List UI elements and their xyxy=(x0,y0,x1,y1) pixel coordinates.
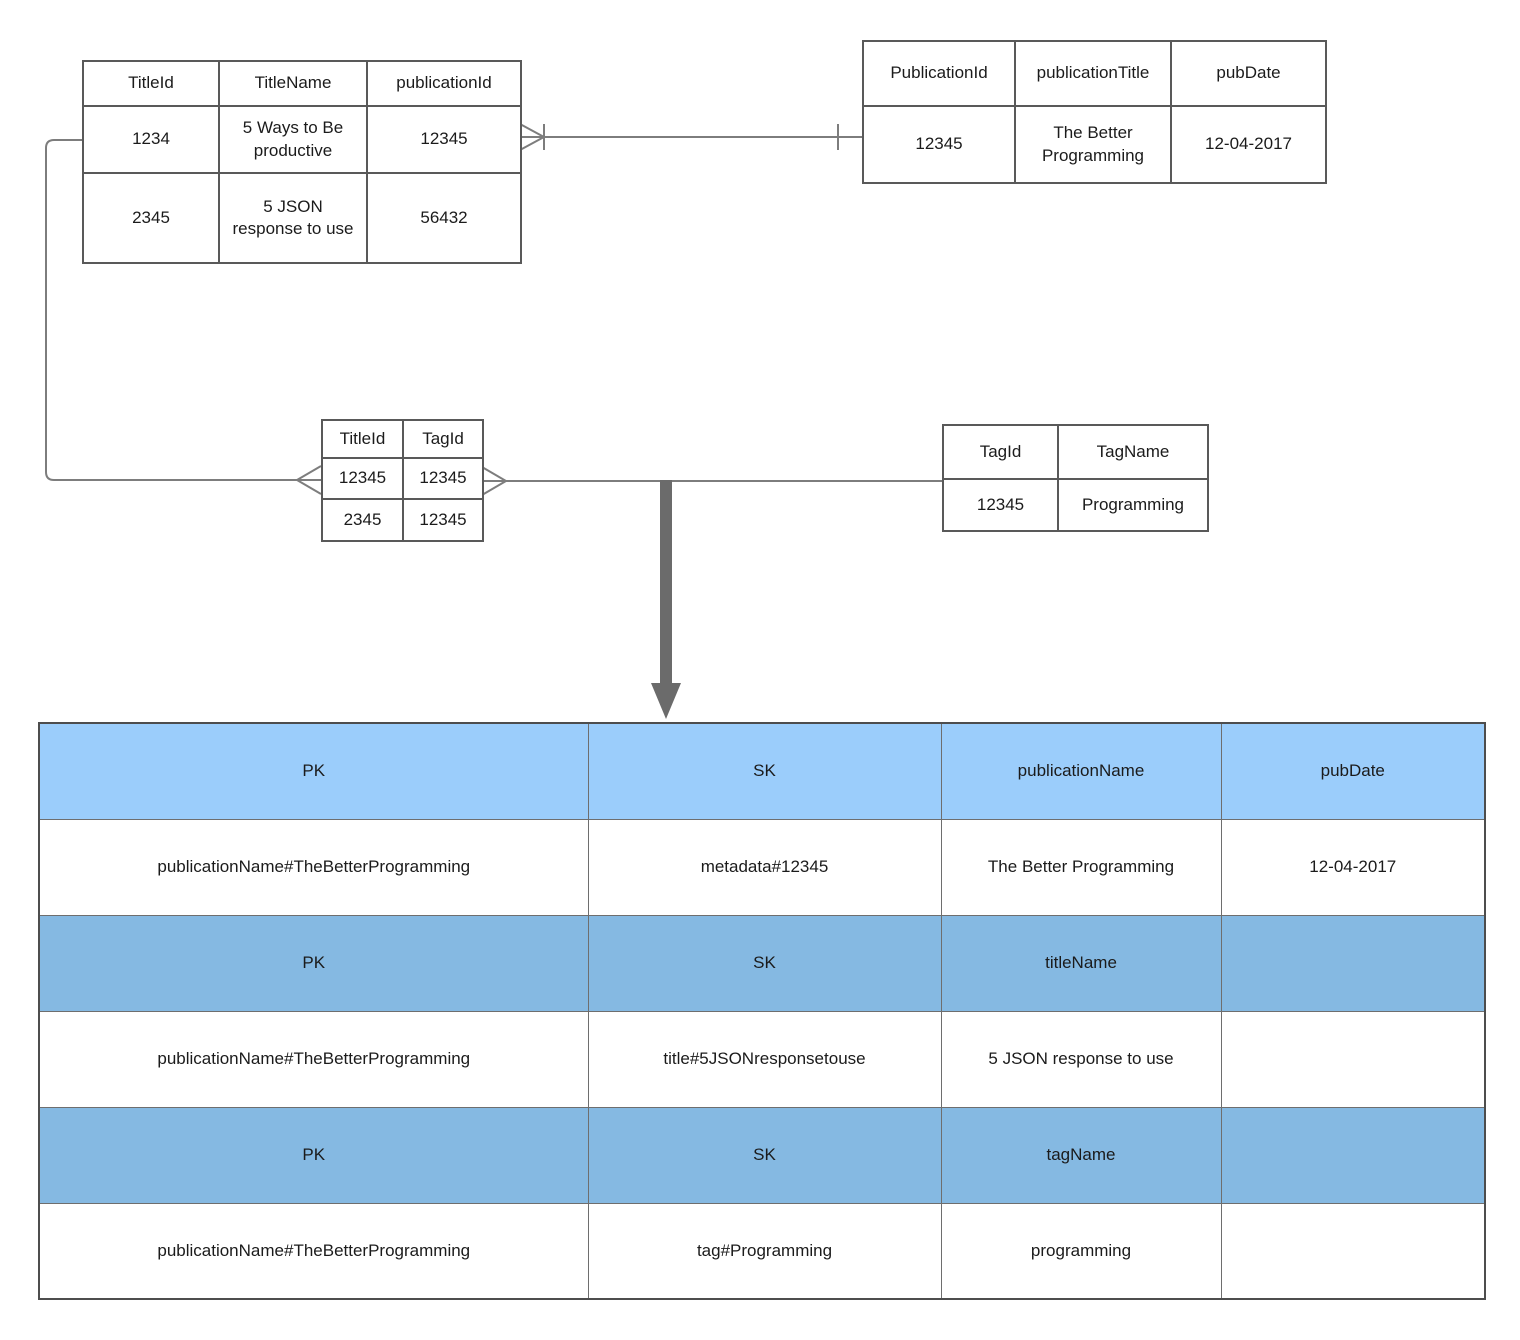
column-header: SK xyxy=(587,722,942,820)
cell: 2345 xyxy=(82,172,220,264)
column-header: pubDate xyxy=(1170,40,1327,107)
tags-table: TagId TagName 12345 Programming xyxy=(942,424,1209,532)
cell: 2345 xyxy=(321,498,404,542)
cell xyxy=(1220,1202,1486,1300)
titles-titletags-connector xyxy=(45,139,297,481)
column-header: titleName xyxy=(940,914,1222,1012)
publications-table: PublicationId publicationTitle pubDate 1… xyxy=(862,40,1327,184)
cell: 12-04-2017 xyxy=(1220,818,1486,916)
dynamo-header-row: PK SK publicationName pubDate xyxy=(38,722,1486,820)
cell: title#5JSONresponsetouse xyxy=(587,1010,942,1108)
column-header: tagName xyxy=(940,1106,1222,1204)
column-header: TagName xyxy=(1057,424,1209,480)
column-header xyxy=(1220,1106,1486,1204)
column-header: TagId xyxy=(402,419,484,459)
dynamodb-single-table: PK SK publicationName pubDate publicatio… xyxy=(38,722,1486,1300)
cell: Programming xyxy=(1057,478,1209,532)
cell: 5 JSON response to use xyxy=(218,172,368,264)
table-header-row: TitleId TitleName publicationId xyxy=(82,60,522,107)
column-header: PK xyxy=(38,722,589,820)
cell: 5 Ways to Be productive xyxy=(218,105,368,174)
dynamo-header-row: PK SK tagName xyxy=(38,1106,1486,1204)
table-header-row: PublicationId publicationTitle pubDate xyxy=(862,40,1327,107)
crows-foot-many-icon xyxy=(519,123,547,151)
cell: tag#Programming xyxy=(587,1202,942,1300)
column-header: SK xyxy=(587,1106,942,1204)
column-header: PublicationId xyxy=(862,40,1016,107)
cell xyxy=(1220,1010,1486,1108)
column-header: publicationId xyxy=(366,60,522,107)
column-header xyxy=(1220,914,1486,1012)
cell: 12345 xyxy=(366,105,522,174)
cell: 56432 xyxy=(366,172,522,264)
dynamo-item-row: publicationName#TheBetterProgramming met… xyxy=(38,818,1486,916)
titles-table: TitleId TitleName publicationId 1234 5 W… xyxy=(82,60,522,264)
cell: 5 JSON response to use xyxy=(940,1010,1222,1108)
column-header: SK xyxy=(587,914,942,1012)
column-header: publicationName xyxy=(940,722,1222,820)
table-row: 12345 The Better Programming 12-04-2017 xyxy=(862,105,1327,184)
cell: 1234 xyxy=(82,105,220,174)
cell: metadata#12345 xyxy=(587,818,942,916)
cell: publicationName#TheBetterProgramming xyxy=(38,1010,589,1108)
cell: programming xyxy=(940,1202,1222,1300)
cell: 12345 xyxy=(862,105,1016,184)
table-header-row: TitleId TagId xyxy=(321,419,484,459)
dynamo-header-row: PK SK titleName xyxy=(38,914,1486,1012)
table-row: 12345 Programming xyxy=(942,478,1209,532)
column-header: TitleId xyxy=(321,419,404,459)
cell: 12345 xyxy=(402,457,484,500)
column-header: pubDate xyxy=(1220,722,1486,820)
crows-foot-many-icon xyxy=(295,465,322,495)
table-row: 2345 12345 xyxy=(321,498,484,542)
column-header: PK xyxy=(38,1106,589,1204)
dynamo-item-row: publicationName#TheBetterProgramming tit… xyxy=(38,1010,1486,1108)
table-row: 12345 12345 xyxy=(321,457,484,500)
table-row: 2345 5 JSON response to use 56432 xyxy=(82,172,522,264)
cell: 12345 xyxy=(321,457,404,500)
down-arrow-icon xyxy=(651,480,681,719)
column-header: PK xyxy=(38,914,589,1012)
cell: The Better Programming xyxy=(940,818,1222,916)
table-row: 1234 5 Ways to Be productive 12345 xyxy=(82,105,522,174)
cell: 12-04-2017 xyxy=(1170,105,1327,184)
crows-foot-many-icon xyxy=(481,466,508,496)
cell: publicationName#TheBetterProgramming xyxy=(38,1202,589,1300)
cell: The Better Programming xyxy=(1014,105,1172,184)
column-header: TitleId xyxy=(82,60,220,107)
table-header-row: TagId TagName xyxy=(942,424,1209,480)
dynamo-item-row: publicationName#TheBetterProgramming tag… xyxy=(38,1202,1486,1300)
cell: 12345 xyxy=(402,498,484,542)
cell: 12345 xyxy=(942,478,1059,532)
column-header: publicationTitle xyxy=(1014,40,1172,107)
column-header: TitleName xyxy=(218,60,368,107)
column-header: TagId xyxy=(942,424,1059,480)
cell: publicationName#TheBetterProgramming xyxy=(38,818,589,916)
title-tags-table: TitleId TagId 12345 12345 2345 12345 xyxy=(321,419,484,542)
